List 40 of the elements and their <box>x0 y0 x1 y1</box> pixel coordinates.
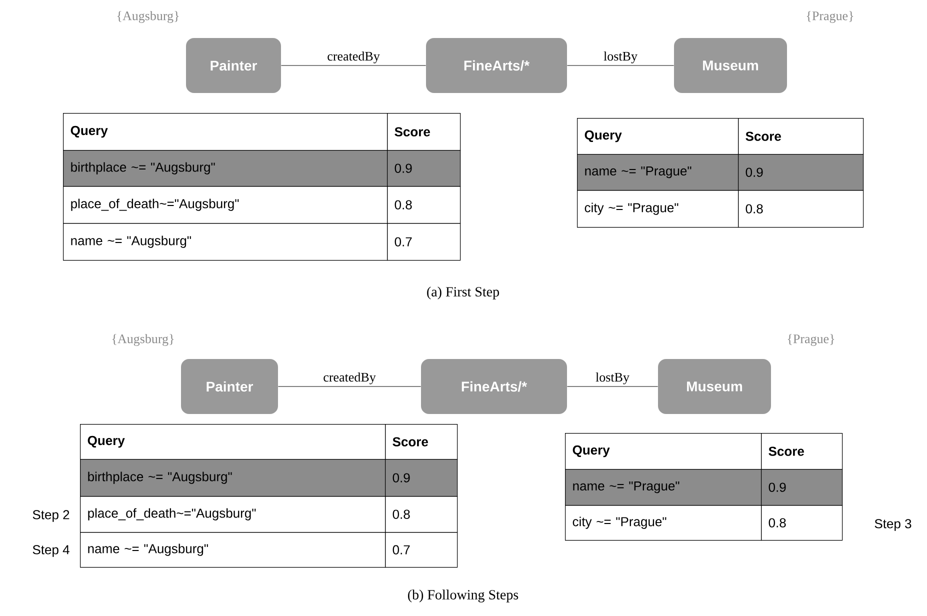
table-cell: city ~= "Prague" <box>565 505 762 541</box>
entity-box: FineArts/* <box>421 359 567 414</box>
table-cell: name ~= "Augsburg" <box>80 532 386 568</box>
table-cell: 0.8 <box>387 186 461 224</box>
table-cell: 0.9 <box>761 469 843 506</box>
entity-box: FineArts/* <box>426 38 567 93</box>
step-label: Step 4 <box>32 545 70 557</box>
edge-label: createdBy <box>324 372 376 384</box>
entity-box: Museum <box>674 38 787 93</box>
connector-line <box>566 65 674 66</box>
value-set-label: {Augsburg} <box>112 334 174 346</box>
value-set-label: {Augsburg} <box>117 11 179 23</box>
table-cell: place_of_death~="Augsburg" <box>80 496 386 533</box>
step-label: Step 3 <box>874 519 912 531</box>
subfigure-caption: (a) First Step <box>427 286 500 300</box>
table-cell: 0.9 <box>387 150 461 187</box>
table-cell: 0.8 <box>738 190 864 228</box>
table-cell: 0.8 <box>761 505 843 541</box>
edge-label: lostBy <box>596 372 630 384</box>
entity-box: Painter <box>186 38 281 93</box>
value-set-label: {Prague} <box>788 334 834 346</box>
table-cell: 0.9 <box>738 154 864 191</box>
connector-line <box>566 386 658 387</box>
edge-label: lostBy <box>604 51 638 64</box>
edge-label: createdBy <box>328 51 380 64</box>
table-cell: name ~= "Prague" <box>577 154 739 191</box>
table-cell: place_of_death~="Augsburg" <box>63 186 388 224</box>
table-cell: 0.7 <box>385 532 458 568</box>
step-label: Step 2 <box>32 510 70 522</box>
value-set-label: {Prague} <box>806 11 854 23</box>
table-cell: name ~= "Augsburg" <box>63 223 388 261</box>
entity-box: Museum <box>658 359 771 414</box>
table-cell: 0.8 <box>385 496 458 533</box>
subfigure-caption: (b) Following Steps <box>408 590 518 602</box>
connector-line <box>278 386 422 387</box>
table-cell: 0.7 <box>387 223 461 261</box>
table-cell: 0.9 <box>385 459 458 497</box>
entity-box: Painter <box>181 359 278 414</box>
table-cell: city ~= "Prague" <box>577 190 739 228</box>
connector-line <box>280 65 426 66</box>
